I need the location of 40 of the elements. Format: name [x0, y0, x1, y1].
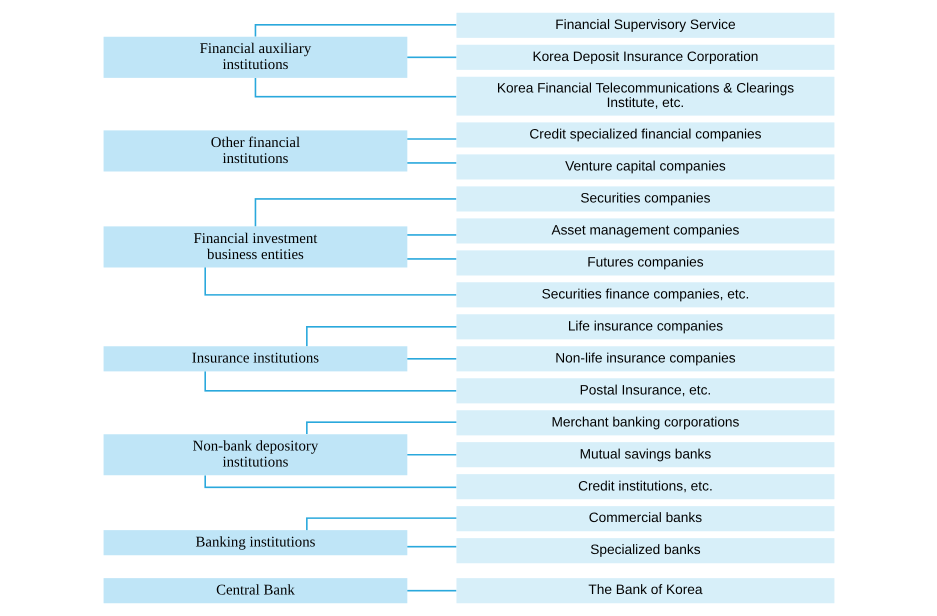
connector: [406, 234, 456, 236]
node-box: Non-bank depository institutions: [103, 434, 407, 476]
connector: [306, 326, 456, 346]
connector: [406, 454, 456, 456]
node-box: Banking institutions: [103, 530, 407, 556]
node-box: Insurance institutions: [103, 346, 407, 372]
connector: [254, 78, 456, 98]
node-box: Postal Insurance, etc.: [456, 378, 834, 404]
node-box: Futures companies: [456, 250, 834, 276]
connector: [406, 258, 456, 260]
connector: [254, 24, 456, 37]
node-box: Venture capital companies: [456, 154, 834, 180]
node-box: The Bank of Korea: [456, 578, 834, 604]
connector: [406, 546, 456, 548]
node-box: Korea Financial Telecommunications & Clearings Institute, etc.: [456, 76, 834, 116]
node-box: Commercial banks: [456, 506, 834, 532]
node-box: Financial auxiliary institutions: [103, 36, 407, 78]
connector: [406, 56, 456, 58]
connector: [406, 162, 456, 164]
node-box: Life insurance companies: [456, 314, 834, 340]
node-box: Credit specialized financial companies: [456, 122, 834, 148]
node-box: Merchant banking corporations: [456, 410, 834, 436]
connector: [406, 590, 456, 592]
node-box: Credit institutions, etc.: [456, 474, 834, 500]
connector: [406, 138, 456, 140]
node-box: Korea Deposit Insurance Corporation: [456, 44, 834, 70]
node-box: Non-life insurance companies: [456, 346, 834, 372]
node-box: Asset management companies: [456, 218, 834, 244]
connector: [204, 268, 456, 296]
connector: [406, 358, 456, 360]
connector: [204, 371, 456, 392]
connector: [254, 198, 456, 226]
node-box: Financial investment business entities: [103, 226, 407, 268]
node-box: Securities finance companies, etc.: [456, 282, 834, 308]
node-box: Securities companies: [456, 186, 834, 212]
node-box: Financial Supervisory Service: [456, 12, 834, 38]
node-box: Central Bank: [103, 578, 407, 604]
node-box: Other financial institutions: [103, 130, 407, 172]
node-box: Mutual savings banks: [456, 442, 834, 468]
node-box: Specialized banks: [456, 538, 834, 564]
